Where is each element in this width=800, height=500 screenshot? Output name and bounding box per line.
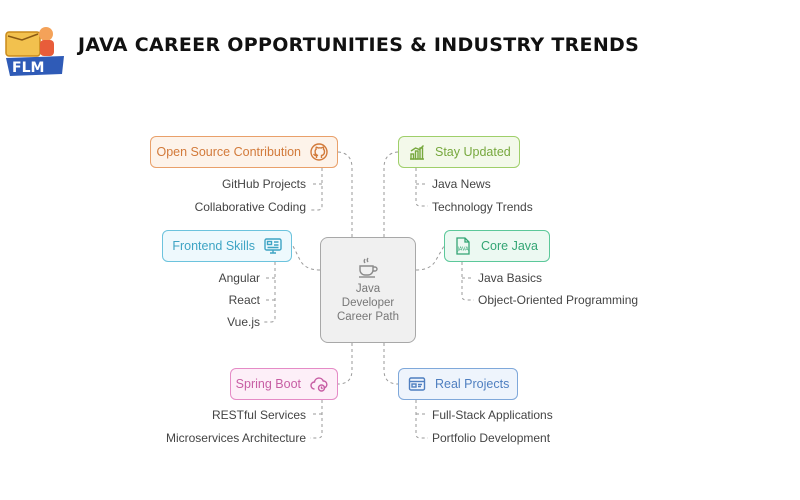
leaf-full-stack-applications: Full-Stack Applications xyxy=(432,408,553,422)
leaf-portfolio-development: Portfolio Development xyxy=(432,431,551,445)
svg-text:JAVA: JAVA xyxy=(457,247,470,253)
leaf-vuejs: Vue.js xyxy=(227,315,260,329)
leaf-java-basics: Java Basics xyxy=(478,271,543,285)
leaf-technology-trends: Technology Trends xyxy=(432,200,533,214)
svg-text:FLM: FLM xyxy=(12,60,44,76)
cloud-icon xyxy=(310,377,328,392)
github-icon xyxy=(310,143,328,161)
leaf-java-news: Java News xyxy=(432,177,491,191)
branch-stay-updated-label: Stay Updated xyxy=(435,145,511,159)
java-file-icon: JAVA xyxy=(456,237,470,255)
dashboard-icon xyxy=(264,238,282,254)
leaf-microservices: Microservices Architecture xyxy=(165,431,306,445)
center-line-3: Career Path xyxy=(336,311,399,323)
leaf-collaborative-coding: Collaborative Coding xyxy=(194,200,306,214)
branch-spring-boot-label: Spring Boot xyxy=(235,377,301,391)
leaf-oop: Object-Oriented Programming xyxy=(478,293,639,307)
leaf-github-projects: GitHub Projects xyxy=(221,177,306,191)
branch-frontend-skills: Frontend Skills xyxy=(162,230,292,262)
branch-open-source-label: Open Source Contribution xyxy=(156,145,301,159)
branch-core-java: JAVA Core Java xyxy=(444,230,550,262)
page-title: JAVA CAREER OPPORTUNITIES & INDUSTRY TRE… xyxy=(78,34,640,56)
coffee-cup-icon xyxy=(359,257,378,278)
branch-spring-boot: Spring Boot xyxy=(230,368,338,400)
branch-core-java-label: Core Java xyxy=(481,239,538,253)
leaf-react: React xyxy=(228,293,260,307)
center-line-1: Java xyxy=(355,283,381,295)
branch-frontend-label: Frontend Skills xyxy=(172,239,255,253)
center-line-2: Developer xyxy=(341,297,395,309)
branch-stay-updated: Stay Updated xyxy=(398,136,520,168)
branch-real-projects-label: Real Projects xyxy=(435,377,510,391)
center-node: Java Developer Career Path xyxy=(320,237,416,343)
leaf-angular: Angular xyxy=(218,271,260,285)
chart-icon xyxy=(410,145,424,160)
branch-real-projects: Real Projects xyxy=(398,368,518,400)
browser-window-icon xyxy=(408,377,426,391)
flm-logo: FLM xyxy=(5,27,64,76)
branch-open-source: Open Source Contribution xyxy=(150,136,338,168)
leaf-restful-services: RESTful Services xyxy=(211,408,306,422)
